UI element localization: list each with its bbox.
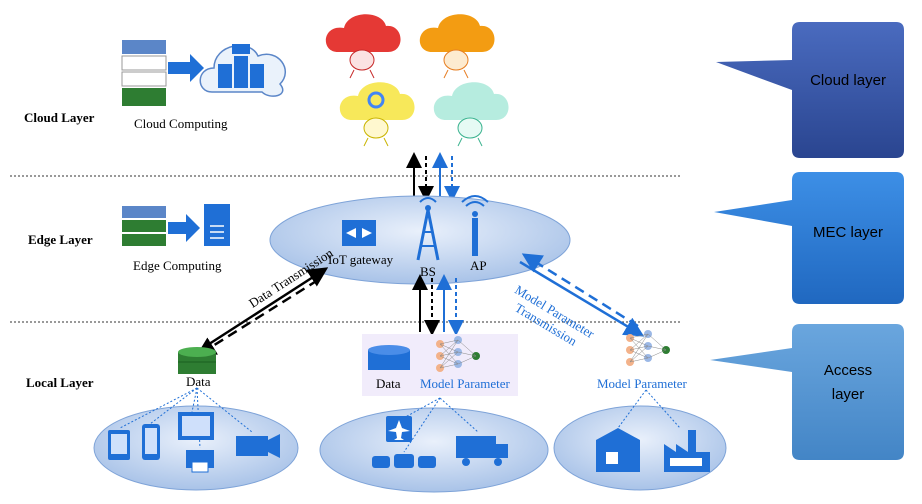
access-point-icon	[461, 195, 489, 256]
local-right-model-param-caption: Model Parameter	[597, 376, 687, 391]
access-callout-text-1: Access	[823, 362, 873, 379]
edge-computing-caption: Edge Computing	[133, 258, 222, 273]
tablet-icon	[108, 430, 130, 460]
local-mid-data-icon	[368, 345, 410, 370]
bs-caption: BS	[420, 264, 436, 279]
edge-layer-label: Edge Layer	[28, 232, 93, 247]
cloud-storage-icon	[121, 40, 167, 106]
cloud-server-icon	[199, 44, 286, 97]
iot-gateway-caption: IoT gateway	[328, 252, 394, 267]
iot-gateway-icon	[342, 220, 376, 246]
local-middle-ellipse	[319, 407, 549, 493]
printer-icon	[186, 450, 214, 473]
data-transmission-arrow-dashed	[195, 278, 319, 357]
access-callout-shape	[710, 324, 904, 460]
azure-cloud-mascot	[433, 82, 509, 147]
amazon-cloud-mascot	[419, 14, 495, 79]
google-cloud-mascot	[339, 82, 415, 147]
local-mid-neural-net-icon	[436, 336, 480, 372]
truck-icon	[456, 436, 508, 466]
cloud-flow-arrow	[168, 54, 204, 82]
model-param-arrow-solid	[519, 260, 645, 337]
airplane-icon	[386, 416, 412, 442]
local-right-connectors	[617, 389, 681, 429]
edge-flow-arrow	[168, 214, 200, 242]
smartphone-icon	[142, 424, 160, 460]
edge-storage-icon	[122, 206, 166, 246]
local-data-caption: Data	[186, 374, 211, 389]
local-left-connectors	[119, 387, 253, 449]
monitor-icon	[178, 412, 214, 440]
access-callout-text-2: layer	[831, 386, 865, 403]
cloud-layer-label: Cloud Layer	[24, 110, 95, 125]
model-param-arrow-dashed	[521, 253, 639, 328]
local-right-neural-net-icon	[626, 330, 670, 366]
local-middle-connectors	[399, 397, 479, 453]
data-transmission-arrow-solid	[205, 267, 329, 348]
local-layer-label: Local Layer	[26, 375, 94, 390]
base-station-icon	[416, 197, 440, 261]
cars-icon	[372, 454, 436, 468]
local-data-icon	[178, 347, 216, 374]
cloud-callout-shape	[716, 22, 904, 158]
local-mid-data-caption: Data	[376, 376, 401, 391]
cloud-callout-text: Cloud layer	[810, 72, 886, 89]
mec-callout-text: MEC layer	[812, 224, 883, 241]
mec-callout-shape	[714, 172, 904, 304]
local-mid-model-param-caption: Model Parameter	[420, 376, 510, 391]
factory-icon	[664, 430, 710, 472]
edge-server-icon	[204, 204, 230, 246]
cloud-computing-caption: Cloud Computing	[134, 116, 228, 131]
huawei-cloud-mascot	[325, 14, 401, 79]
ap-caption: AP	[470, 258, 487, 273]
video-camera-icon	[236, 434, 280, 458]
warehouse-icon	[596, 428, 640, 472]
